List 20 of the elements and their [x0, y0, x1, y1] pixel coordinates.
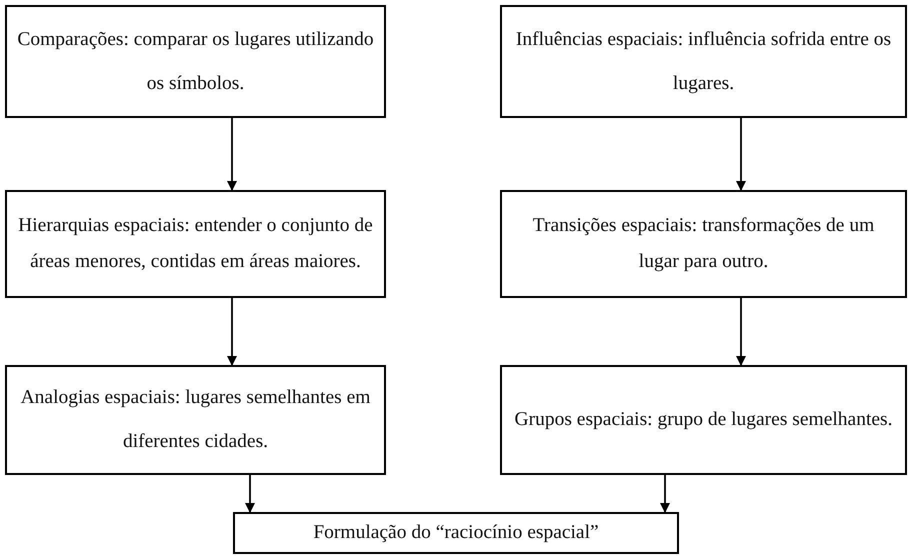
- arrow: [736, 298, 746, 366]
- box-text: Influências espaciais: influência sofrida entre os lugares.: [514, 28, 892, 96]
- box-text: Hierarquias espaciais: entender o conjunto de áreas menores, contidas em áreas maiores.: [17, 214, 374, 274]
- box-text: Grupos espaciais: grupo de lugares semelhantes.: [514, 408, 892, 432]
- process-box: [5, 5, 386, 118]
- arrow: [736, 118, 746, 191]
- arrow: [660, 475, 670, 513]
- box-text: Formulação do “raciocínio espacial”: [313, 521, 599, 545]
- box-text: Analogias espaciais: lugares semelhantes em diferentes cidades.: [20, 386, 372, 454]
- arrow: [227, 118, 237, 191]
- arrow: [245, 475, 255, 513]
- box-text: Transições espaciais: transformações de um lugar para outro.: [532, 214, 876, 274]
- process-box: [500, 190, 907, 298]
- process-box: [5, 365, 386, 475]
- process-box: [500, 365, 907, 475]
- arrow: [227, 298, 237, 366]
- box-text: Comparações: comparar os lugares utilizando os símbolos.: [17, 28, 374, 96]
- process-box: [500, 5, 907, 118]
- process-box: [5, 190, 386, 298]
- process-box: [233, 512, 679, 554]
